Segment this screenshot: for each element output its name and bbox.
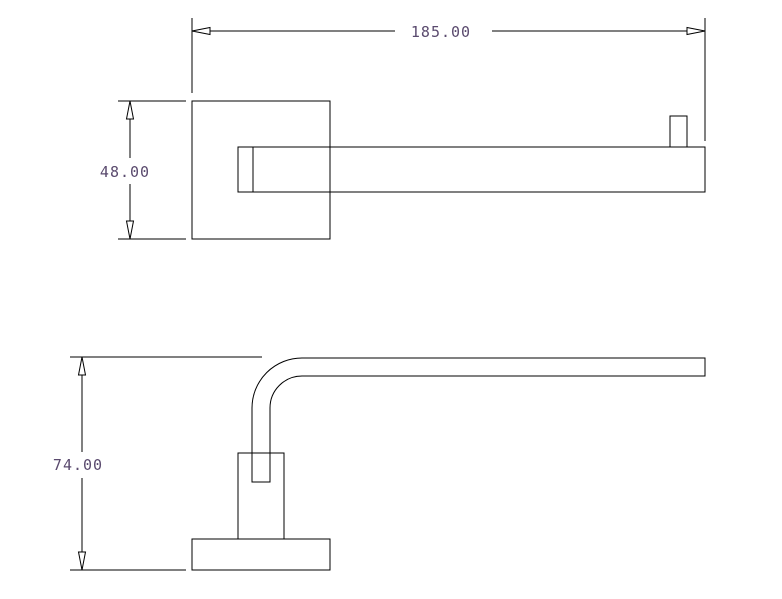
top-view-rose-plate <box>191 100 331 240</box>
top-height-dim-label: 48.00 <box>100 163 150 181</box>
side-height-dim-label: 74.00 <box>53 456 103 474</box>
side-height-arrow-bottom <box>77 551 87 571</box>
side-view-lever-outer <box>251 357 706 483</box>
side-view <box>191 357 706 571</box>
side-height-dimension: 74.00 <box>53 356 262 571</box>
top-height-arrow-bottom <box>125 220 135 240</box>
top-height-arrow-top <box>125 100 135 120</box>
side-view-neck <box>237 452 285 540</box>
top-view-lever-body <box>237 146 706 193</box>
width-arrow-right <box>686 26 706 36</box>
side-view-rose-plate <box>191 538 331 571</box>
side-height-arrow-top <box>77 356 87 376</box>
width-dim-label: 185.00 <box>411 23 471 41</box>
top-view-lever-tab <box>669 115 688 148</box>
width-arrow-left <box>191 26 211 36</box>
top-height-dimension: 48.00 <box>100 100 186 240</box>
top-view <box>191 100 706 240</box>
width-dimension: 185.00 <box>191 18 706 141</box>
